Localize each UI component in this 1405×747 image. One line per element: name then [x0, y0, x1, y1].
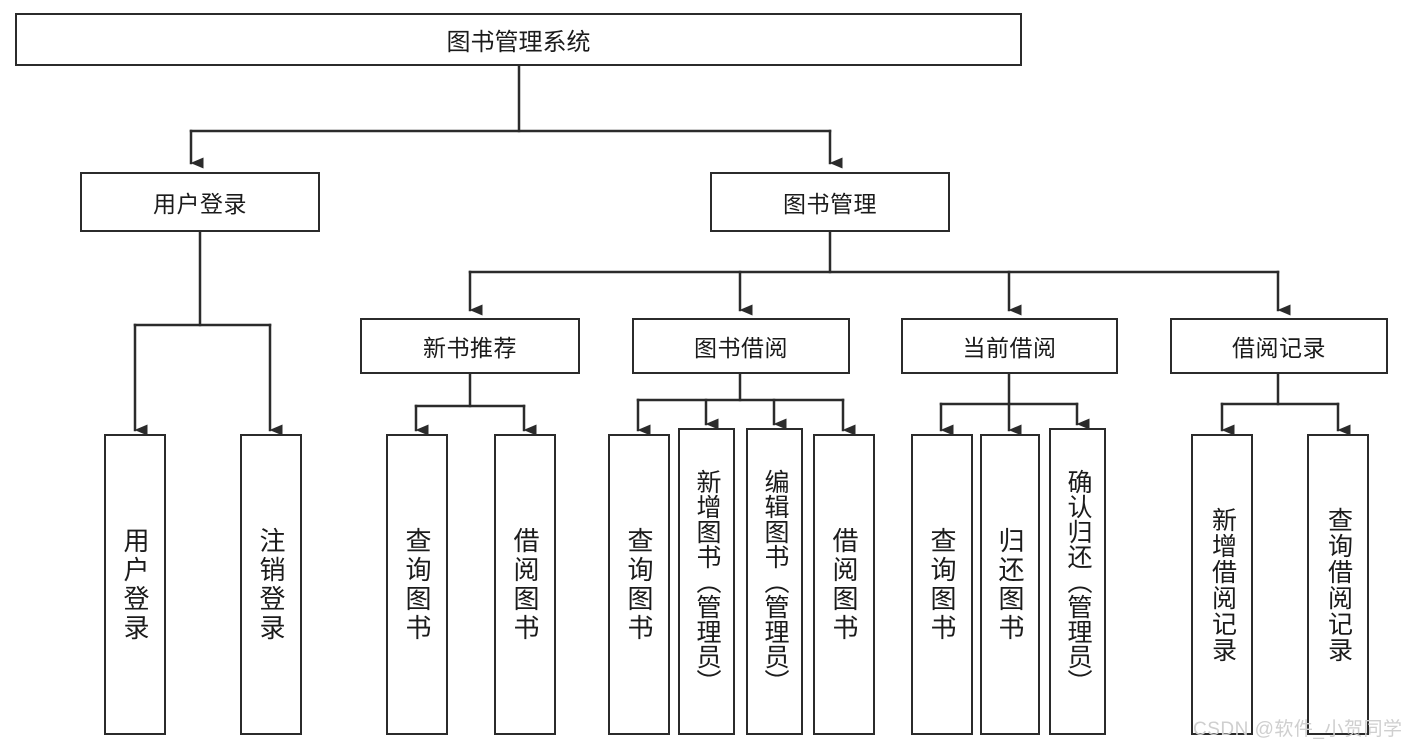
node-user-login-label: 用户登录	[153, 191, 247, 217]
node-leaf-borrow-book-2-label: 借阅图书	[829, 526, 859, 643]
node-leaf-query-book-2[interactable]: 查询图书	[608, 434, 670, 735]
node-leaf-confirm-return[interactable]: 确认归还（管理员）	[1049, 428, 1106, 735]
node-leaf-user-login-label: 用户登录	[120, 526, 150, 643]
node-leaf-confirm-return-label: 确认归还（管理员）	[1064, 469, 1092, 694]
node-book-borrow-label: 图书借阅	[694, 335, 788, 361]
node-borrow-record[interactable]: 借阅记录	[1170, 318, 1388, 374]
node-current-borrow[interactable]: 当前借阅	[901, 318, 1118, 374]
node-leaf-query-record[interactable]: 查询借阅记录	[1307, 434, 1369, 735]
node-leaf-logout-login[interactable]: 注销登录	[240, 434, 302, 735]
node-leaf-return-book-label: 归还图书	[995, 526, 1025, 643]
node-new-book-recommend[interactable]: 新书推荐	[360, 318, 580, 374]
node-book-manage-label: 图书管理	[783, 191, 877, 217]
node-leaf-query-record-label: 查询借阅记录	[1324, 506, 1353, 663]
node-book-manage[interactable]: 图书管理	[710, 172, 950, 232]
node-leaf-edit-book[interactable]: 编辑图书（管理员）	[746, 428, 803, 735]
node-leaf-query-book-3[interactable]: 查询图书	[911, 434, 973, 735]
node-root-label: 图书管理系统	[446, 29, 591, 56]
node-leaf-query-book-3-label: 查询图书	[927, 526, 957, 643]
node-user-login[interactable]: 用户登录	[80, 172, 320, 232]
node-book-borrow[interactable]: 图书借阅	[632, 318, 850, 374]
node-leaf-add-book-label: 新增图书（管理员）	[693, 469, 721, 694]
node-current-borrow-label: 当前借阅	[962, 335, 1057, 361]
node-leaf-borrow-book-1[interactable]: 借阅图书	[494, 434, 556, 735]
node-new-book-recommend-label: 新书推荐	[423, 335, 517, 361]
node-leaf-add-record[interactable]: 新增借阅记录	[1191, 434, 1253, 735]
node-leaf-query-book-2-label: 查询图书	[624, 526, 654, 643]
node-leaf-logout-login-label: 注销登录	[256, 526, 286, 643]
node-leaf-edit-book-label: 编辑图书（管理员）	[761, 469, 789, 694]
node-root[interactable]: 图书管理系统	[15, 13, 1022, 66]
node-leaf-add-record-label: 新增借阅记录	[1208, 506, 1237, 663]
node-leaf-borrow-book-2[interactable]: 借阅图书	[813, 434, 875, 735]
node-leaf-query-book-1-label: 查询图书	[402, 526, 432, 643]
node-leaf-return-book[interactable]: 归还图书	[980, 434, 1040, 735]
node-leaf-add-book[interactable]: 新增图书（管理员）	[678, 428, 735, 735]
node-leaf-query-book-1[interactable]: 查询图书	[386, 434, 448, 735]
node-borrow-record-label: 借阅记录	[1232, 335, 1326, 361]
node-leaf-user-login[interactable]: 用户登录	[104, 434, 166, 735]
node-leaf-borrow-book-1-label: 借阅图书	[510, 526, 540, 643]
